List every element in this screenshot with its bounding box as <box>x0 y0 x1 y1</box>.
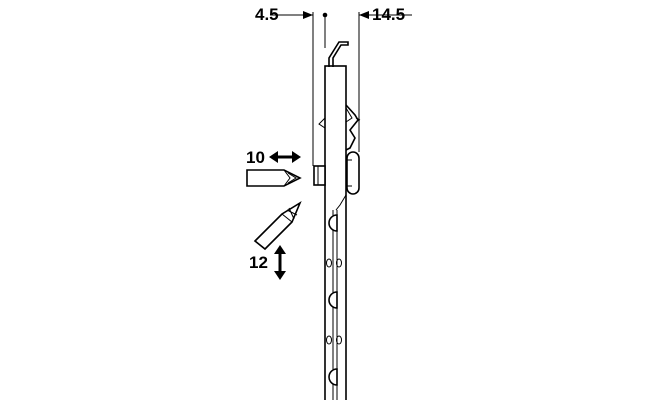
double-arrow-vertical-icon <box>274 245 286 280</box>
screwdriver-bit-horizontal-icon <box>246 169 302 187</box>
dimension-label-4-5: 4.5 <box>255 5 279 24</box>
double-arrow-horizontal-icon <box>269 151 301 163</box>
horizontal-adjust-label: 10 <box>246 148 265 167</box>
adjustment-cam <box>346 151 360 195</box>
screwdriver-bit-angled-icon <box>253 201 302 251</box>
plate-holes <box>326 214 342 386</box>
mounting-plate <box>324 65 347 400</box>
dimension-lines <box>270 11 412 166</box>
mounting-hook <box>328 41 349 67</box>
bracket-detail <box>318 107 361 129</box>
vertical-adjust-label: 12 <box>249 253 268 272</box>
bracket <box>345 104 359 151</box>
adjustment-screw <box>313 165 326 186</box>
